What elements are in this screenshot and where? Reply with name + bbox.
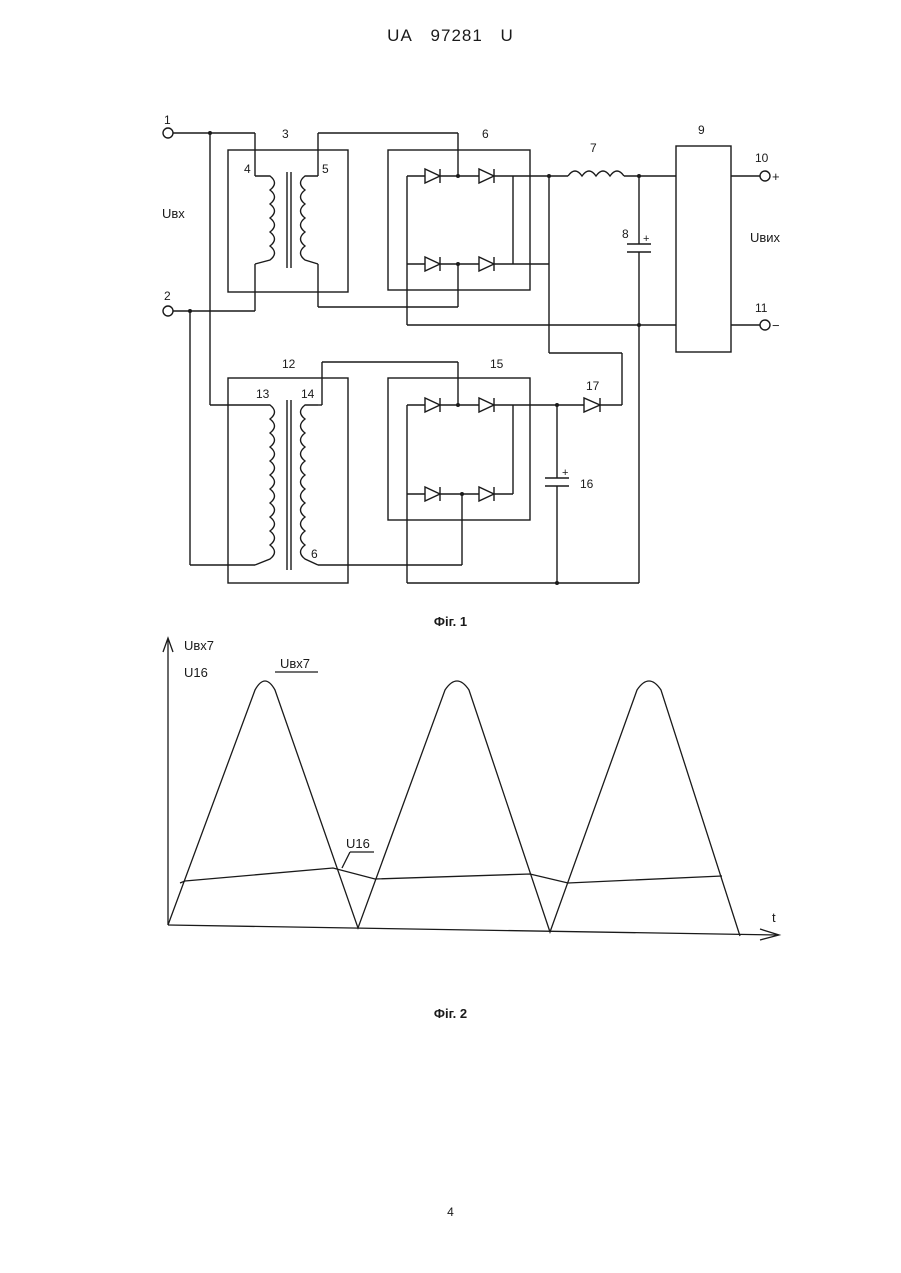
x-axis: [168, 925, 778, 935]
y-label-u16: U16: [184, 665, 208, 680]
x-axis-label: t: [772, 910, 776, 925]
curve-u16: [180, 868, 722, 883]
curve-label-ubx7: Uвх7: [280, 656, 310, 671]
page-number: 4: [0, 1205, 901, 1219]
curve-label-u16: U16: [346, 836, 370, 851]
waveform-graph: Uвх7 U16 Uвх7 U16 t: [0, 0, 901, 1000]
curve-ubx7: [168, 681, 740, 936]
y-label-ubx7: Uвх7: [184, 638, 214, 653]
figure-2-caption: Фіг. 2: [0, 1006, 901, 1021]
